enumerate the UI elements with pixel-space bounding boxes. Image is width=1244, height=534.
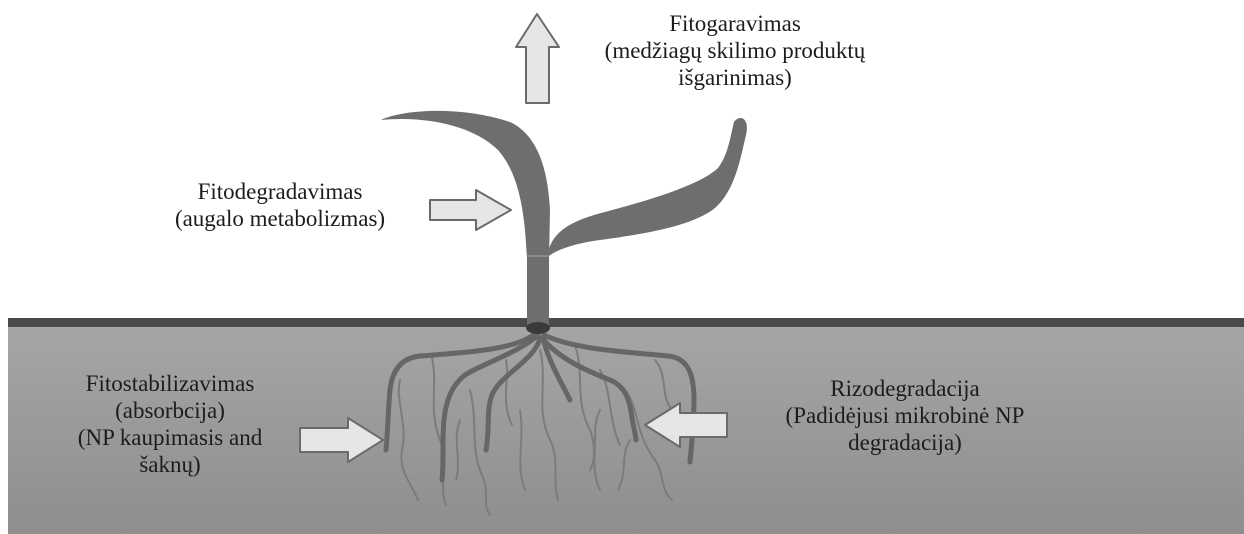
phytostabilization-line2: (absorbcija)	[20, 397, 320, 424]
root-collar	[526, 322, 550, 334]
rhizodegradation-title: Rizodegradacija	[740, 375, 1070, 402]
phytostabilization-label: Fitostabilizavimas (absorbcija) (NP kaup…	[20, 370, 320, 478]
plant-stem	[527, 255, 549, 330]
rhizodegradation-label: Rizodegradacija (Padidėjusi mikrobinė NP…	[740, 375, 1070, 456]
phytostabilization-line4: šaknų)	[20, 451, 320, 478]
phytodegradation-line2: (augalo metabolizmas)	[140, 205, 420, 232]
phytovolatilization-line2: (medžiagų skilimo produktų	[560, 37, 910, 64]
phytovolatilization-arrow	[516, 14, 559, 103]
phytodegradation-title: Fitodegradavimas	[140, 178, 420, 205]
phytodegradation-arrow	[430, 190, 511, 230]
rhizodegradation-line2: (Padidėjusi mikrobinė NP	[740, 402, 1070, 429]
phytovolatilization-line3: išgarinimas)	[560, 64, 910, 91]
rhizodegradation-line3: degradacija)	[740, 429, 1070, 456]
plant-right-leaf	[547, 118, 747, 258]
phytovolatilization-title: Fitogaravimas	[560, 10, 910, 37]
phytostabilization-title: Fitostabilizavimas	[20, 370, 320, 397]
ground-line	[8, 318, 1244, 327]
phytovolatilization-label: Fitogaravimas (medžiagų skilimo produktų…	[560, 10, 910, 91]
phytostabilization-line3: (NP kaupimasis and	[20, 424, 320, 451]
phytodegradation-label: Fitodegradavimas (augalo metabolizmas)	[140, 178, 420, 232]
